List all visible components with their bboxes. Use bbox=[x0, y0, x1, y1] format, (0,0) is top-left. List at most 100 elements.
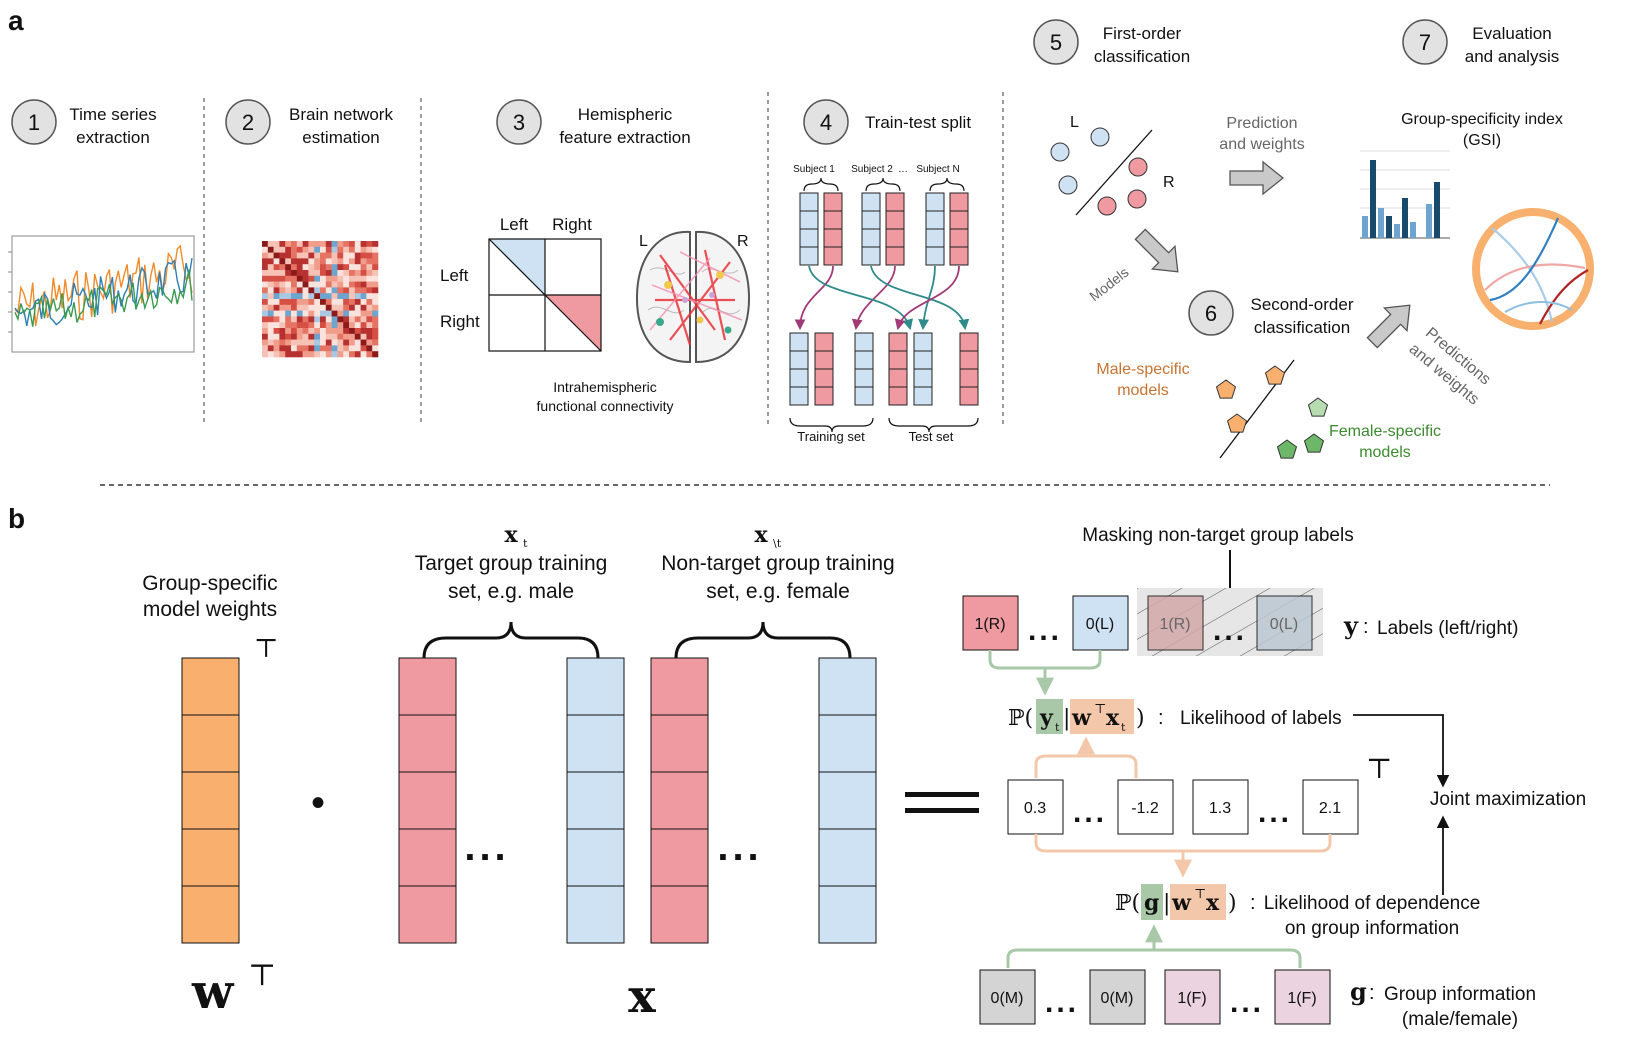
hemispheric-matrix: Left Right Left Right Intrahemispheric f… bbox=[440, 215, 673, 414]
heatmap-cell bbox=[291, 287, 298, 294]
heatmap-cell bbox=[273, 316, 280, 323]
dependence-text-1: Likelihood of dependence bbox=[1264, 893, 1481, 914]
heatmap-cell bbox=[279, 310, 286, 317]
heatmap-cell bbox=[267, 252, 274, 259]
heatmap-cell bbox=[267, 270, 274, 277]
heatmap-cell bbox=[262, 252, 269, 259]
heatmap-cell bbox=[354, 345, 361, 352]
heatmap-cell bbox=[360, 345, 367, 352]
heatmap-cell bbox=[291, 316, 298, 323]
step-subtitle: classification bbox=[1094, 47, 1190, 66]
heatmap-cell bbox=[360, 310, 367, 317]
models-label: Models bbox=[1086, 264, 1131, 304]
heatmap-cell bbox=[285, 328, 292, 335]
group-ellipsis: ... bbox=[1045, 986, 1079, 1019]
circle-marker-icon bbox=[1097, 196, 1117, 216]
heatmap-cell bbox=[296, 299, 303, 306]
heatmap-cell bbox=[273, 270, 280, 277]
heatmap-cell bbox=[360, 299, 367, 306]
heatmap-cell bbox=[285, 252, 292, 259]
heatmap-cell bbox=[273, 322, 280, 329]
heatmap-cell bbox=[308, 299, 315, 306]
heatmap-cell bbox=[349, 299, 356, 306]
heatmap-cell bbox=[279, 316, 286, 323]
feature-cell bbox=[566, 771, 625, 830]
heatmap-cell bbox=[360, 275, 367, 282]
transpose-small: ⊤ bbox=[1194, 887, 1206, 902]
heatmap-cell bbox=[296, 270, 303, 277]
weight-cell bbox=[181, 885, 240, 944]
step-7: 7 Evaluation and analysis bbox=[1402, 19, 1559, 66]
heatmap-cell bbox=[320, 264, 327, 271]
label-box: 1(R) bbox=[974, 616, 1005, 633]
heatmap-cell bbox=[372, 258, 379, 265]
heatmap-cell bbox=[279, 293, 286, 300]
heatmap-cell bbox=[285, 241, 292, 248]
heatmap-cell bbox=[337, 299, 344, 306]
heatmap-cell bbox=[267, 328, 274, 335]
prediction-weights-2: and weights bbox=[1219, 136, 1304, 153]
y-sep: : bbox=[1363, 616, 1369, 638]
feature-cell bbox=[818, 714, 877, 773]
gsi-bar bbox=[1362, 216, 1368, 238]
heatmap-cell bbox=[262, 270, 269, 277]
heatmap-cell bbox=[372, 328, 379, 335]
heatmap-cell bbox=[343, 293, 350, 300]
weights-title-1: Group-specific bbox=[142, 572, 277, 595]
heatmap-cell bbox=[302, 304, 309, 311]
heatmap-cell bbox=[267, 333, 274, 340]
heatmap-cell bbox=[279, 264, 286, 271]
weight-cell bbox=[181, 657, 240, 716]
heatmap-cell bbox=[372, 333, 379, 340]
heatmap-cell bbox=[302, 328, 309, 335]
heatmap-cell bbox=[320, 299, 327, 306]
heatmap-cell bbox=[273, 351, 280, 358]
heatmap-cell bbox=[285, 281, 292, 288]
heatmap-cell bbox=[308, 293, 315, 300]
heatmap-cell bbox=[279, 241, 286, 248]
heatmap-cell bbox=[372, 345, 379, 352]
heatmap-cell bbox=[354, 264, 361, 271]
heatmap-cell bbox=[325, 252, 332, 259]
heatmap-cell bbox=[343, 270, 350, 277]
gsi-title-2: (GSI) bbox=[1463, 132, 1501, 149]
heatmap-cell bbox=[308, 270, 315, 277]
test-red-cell bbox=[888, 386, 908, 406]
heatmap-cell bbox=[285, 275, 292, 282]
test-red-cell bbox=[888, 332, 908, 352]
heatmap-cell bbox=[262, 241, 269, 248]
step-title: Second-order bbox=[1250, 295, 1353, 314]
heatmap-cell bbox=[320, 339, 327, 346]
step-5: 5 First-order classification bbox=[1033, 19, 1190, 66]
feature-cell bbox=[818, 828, 877, 887]
train-blue-cell bbox=[789, 386, 809, 406]
heatmap-cell bbox=[343, 316, 350, 323]
g-symbol-small: g bbox=[1144, 890, 1159, 916]
heatmap-cell bbox=[279, 252, 286, 259]
heatmap-cell bbox=[308, 328, 315, 335]
panel-a-label: a bbox=[8, 5, 24, 36]
heatmap-cell bbox=[337, 339, 344, 346]
step-circle-icon bbox=[11, 99, 57, 145]
pentagon-icon bbox=[1303, 433, 1325, 453]
heatmap-cell bbox=[372, 339, 379, 346]
heatmap-cell bbox=[296, 351, 303, 358]
heatmap-cell bbox=[349, 293, 356, 300]
heatmap-cell bbox=[343, 264, 350, 271]
score-transpose: ⊤ bbox=[1366, 752, 1392, 785]
group-box: 0(M) bbox=[991, 990, 1024, 1007]
heatmap-cell bbox=[279, 258, 286, 265]
brain-icon: L R bbox=[635, 230, 751, 364]
heatmap-cell bbox=[302, 270, 309, 277]
heatmap-cell bbox=[337, 287, 344, 294]
heatmap-cell bbox=[320, 258, 327, 265]
heatmap-cell bbox=[372, 322, 379, 329]
heatmap-cell bbox=[279, 281, 286, 288]
w-symbol-small: w bbox=[1071, 705, 1092, 731]
heatmap-cell bbox=[331, 275, 338, 282]
heatmap-cell bbox=[314, 339, 321, 346]
top-red-cell bbox=[885, 210, 905, 230]
heatmap-cell bbox=[267, 241, 274, 248]
intra-caption-2: functional connectivity bbox=[537, 398, 674, 414]
split-arrow bbox=[894, 265, 960, 331]
